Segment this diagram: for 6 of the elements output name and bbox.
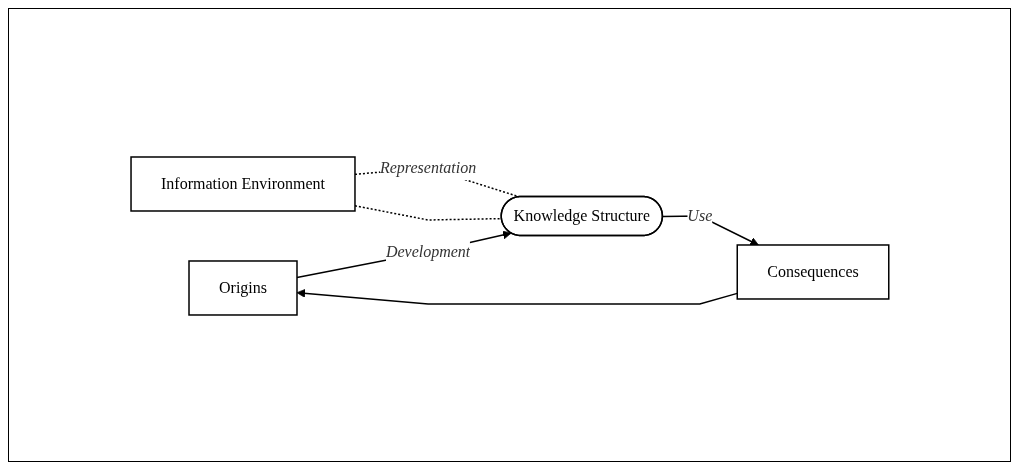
edge-label: Development <box>385 242 470 260</box>
edge-label: Use <box>686 206 712 224</box>
edge-label: Representation <box>379 158 476 176</box>
node-box: Consequences <box>736 243 890 300</box>
node-box: Origins <box>187 259 298 316</box>
node-box: Information Environment <box>129 155 356 212</box>
